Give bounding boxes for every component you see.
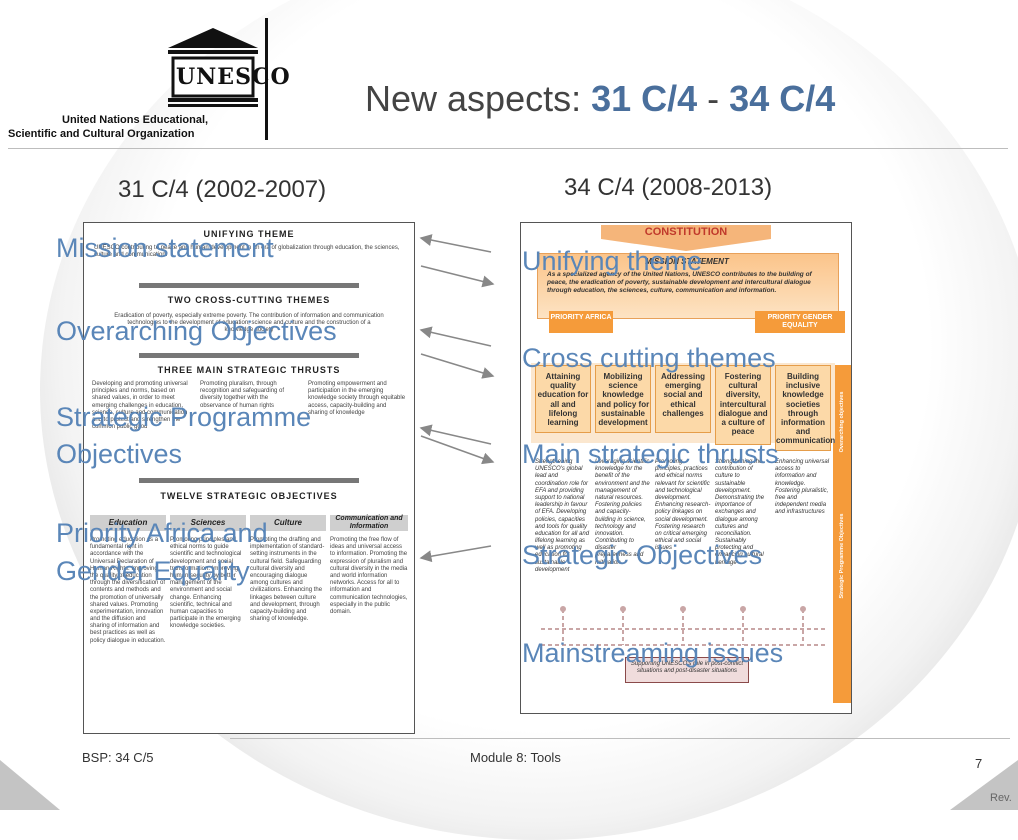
- mission-statement-text: As a specialized agency of the United Na…: [547, 271, 812, 294]
- header-divider: [8, 148, 1008, 149]
- strategic-objectives-col-4: Strengthening the contribution of cultur…: [715, 459, 765, 566]
- sector-header-communication: Communication and Information: [330, 515, 408, 531]
- side-band: [833, 365, 851, 703]
- overarching-objective-3: Addressing emerging social and ethical c…: [655, 365, 711, 433]
- divider-bar-1: [139, 283, 359, 288]
- overlay-strategic-programme-objectives-line1: Strategic Programme: [56, 402, 312, 432]
- cross-cutting-heading: Two cross-cutting themes: [167, 295, 331, 305]
- overlay-unifying-theme: Unifying theme: [522, 246, 703, 276]
- page-number: 7: [975, 756, 983, 771]
- unifying-theme-text: UNESCO contributing to peace and human d…: [94, 245, 400, 259]
- divider-bar-2: [139, 353, 359, 358]
- slide-title: New aspects: 31 C/4 - 34 C/4: [365, 78, 835, 120]
- constitution-banner-icon: [601, 225, 771, 251]
- logo-text: UNESCO: [176, 64, 291, 90]
- overlay-main-strategic-thrusts: Main strategic thrusts: [522, 439, 779, 469]
- mainstreaming-connectors: [541, 606, 825, 646]
- overarching-objective-4: Fostering cultural diversity, intercultu…: [715, 365, 771, 445]
- mission-statement-heading: MISSION STATEMENT: [645, 257, 729, 266]
- thrust-3: Promoting empowerment and participation …: [308, 381, 406, 416]
- priority-africa-box: PRIORITY AFRICA: [549, 311, 613, 333]
- revision-label: Rev.: [990, 792, 1012, 804]
- overarching-objective-2: Mobilizing science knowledge and policy …: [595, 365, 651, 433]
- sector-header-culture: Culture: [250, 515, 326, 531]
- overlay-mainstreaming-issues: Mainstreaming issues: [522, 638, 784, 668]
- footer-center: Module 8: Tools: [470, 750, 561, 765]
- sector-header-education: Education: [90, 515, 166, 531]
- title-separator: -: [697, 78, 730, 119]
- education-objectives: Promoting education as a fundamental rig…: [90, 537, 166, 644]
- divider-bar-3: [139, 478, 359, 483]
- constitution-label: CONSTITUTION: [644, 226, 728, 238]
- overlay-strategic-objectives: Strategic Objectives: [522, 540, 763, 570]
- overarching-objective-5: Building inclusive knowledge societies t…: [775, 365, 835, 451]
- strategic-objectives-col-2: Leveraging scientific knowledge for the …: [595, 459, 650, 566]
- overlay-mission-statement: Mission statement: [56, 233, 274, 263]
- main-thrusts-heading: Three main strategic thrusts: [157, 365, 341, 375]
- strategic-objectives-col-1: Strengthening UNESCO's global lead and c…: [535, 459, 590, 573]
- overlay-cross-cutting-themes: Cross cutting themes: [522, 343, 776, 373]
- title-prefix: New aspects:: [365, 78, 592, 119]
- org-name-line2: Scientific and Cultural Organization: [8, 128, 195, 140]
- culture-objectives: Promoting the drafting and implementatio…: [250, 537, 325, 623]
- overlay-strategic-programme-objectives-line2: Objectives: [56, 439, 183, 469]
- sector-header-sciences: Sciences: [170, 515, 246, 531]
- overlay-priority-africa-line1: Priority Africa and: [56, 518, 268, 548]
- side-label-overarching: Overarching objectives: [839, 391, 845, 453]
- connector-arrows: [419, 234, 495, 563]
- unesco-logo: UNESCO United Nations Educational, Scien…: [8, 10, 291, 140]
- priority-gender-box: PRIORITY GENDER EQUALITY: [755, 311, 845, 333]
- left-column-heading: 31 C/4 (2002-2007): [118, 176, 327, 203]
- document-34-c4: CONSTITUTION MISSION STATEMENT As a spec…: [520, 222, 852, 714]
- overlay-priority-africa-line2: Gender Equality: [56, 556, 250, 586]
- thrust-1: Developing and promoting universal princ…: [92, 381, 188, 431]
- footer-divider: [230, 738, 1010, 739]
- overlay-overarching-objectives: Overarching Objectives: [56, 316, 337, 346]
- overarching-objective-1: Attaining quality education for all and …: [535, 365, 591, 433]
- cross-cutting-text: Eradication of poverty, especially extre…: [114, 313, 384, 334]
- strategic-objectives-col-3: Promoting principles, practices and ethi…: [655, 459, 711, 552]
- title-part1: 31 C/4: [591, 78, 698, 119]
- mission-statement-box: [537, 253, 839, 319]
- thrust-2: Promoting pluralism, through recognition…: [200, 381, 285, 409]
- side-label-strategic: Strategic Programme Objectives: [839, 513, 845, 599]
- bottom-left-corner: [0, 760, 60, 810]
- communication-objectives: Promoting the free flow of ideas and uni…: [330, 537, 408, 615]
- org-name-line1: United Nations Educational,: [62, 114, 209, 126]
- sciences-objectives: Promoting principles and ethical norms t…: [170, 537, 242, 630]
- unifying-theme-heading: Unifying theme: [203, 229, 295, 239]
- unesco-temple-icon: [168, 18, 268, 140]
- post-conflict-box: Supporting UNESCO's role in post-conflic…: [625, 657, 749, 683]
- footer-left: BSP: 34 C/5: [82, 750, 154, 765]
- strategic-objectives-col-5: Enhancing universal access to informatio…: [775, 459, 830, 516]
- right-column-heading: 34 C/4 (2008-2013): [564, 174, 773, 201]
- document-31-c4: Unifying theme UNESCO contributing to pe…: [83, 222, 415, 734]
- title-part2: 34 C/4: [729, 78, 836, 119]
- twelve-objectives-heading: Twelve strategic objectives: [160, 491, 338, 501]
